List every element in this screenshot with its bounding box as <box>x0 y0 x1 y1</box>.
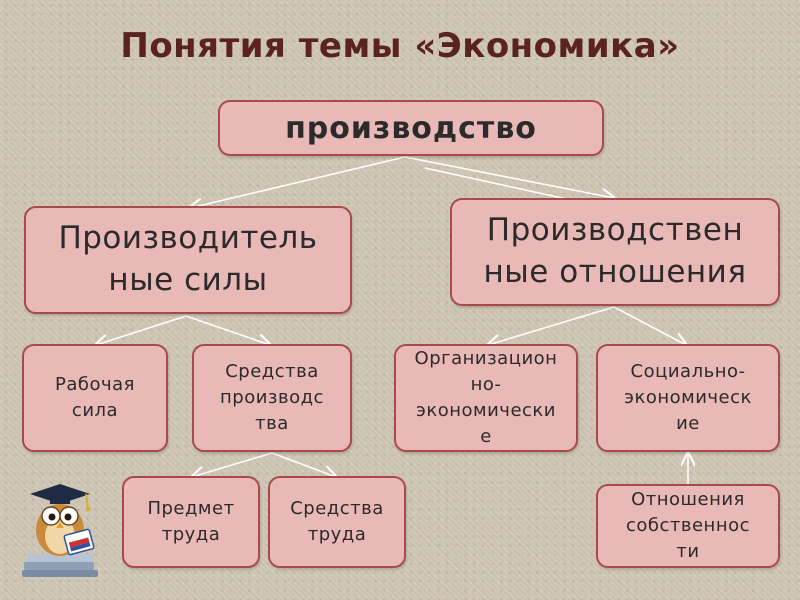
arrow-root-to-productive-forces <box>190 156 406 208</box>
node-production: производство <box>218 100 604 156</box>
arrow-forces-to-labor <box>96 315 187 345</box>
node-labor-force: Рабочая сила <box>22 344 168 452</box>
node-property-relations: Отношения собственнос ти <box>596 484 780 568</box>
node-socio-economic: Социально- экономическ ие <box>596 344 780 452</box>
owl-graduate-icon <box>22 484 98 577</box>
arrow-relations-to-organizational <box>488 306 615 345</box>
arrow-means-to-object <box>192 452 273 477</box>
node-production-relations: Производствен ные отношения <box>450 198 780 306</box>
arrow-forces-to-means-production <box>185 315 270 345</box>
arrow-means-to-means-labor <box>271 452 336 477</box>
arrow-root-to-production-relations-1 <box>404 156 614 198</box>
node-means-of-production: Средства производс тва <box>192 344 352 452</box>
node-object-of-labor: Предмет труда <box>122 476 260 568</box>
page-title: Понятия темы «Экономика» <box>120 26 680 66</box>
node-productive-forces: Производитель ные силы <box>24 206 352 314</box>
arrow-relations-to-socio <box>613 306 686 345</box>
node-organizational-economic: Организацион но- экономически е <box>394 344 578 452</box>
node-means-of-labor: Средства труда <box>268 476 406 568</box>
